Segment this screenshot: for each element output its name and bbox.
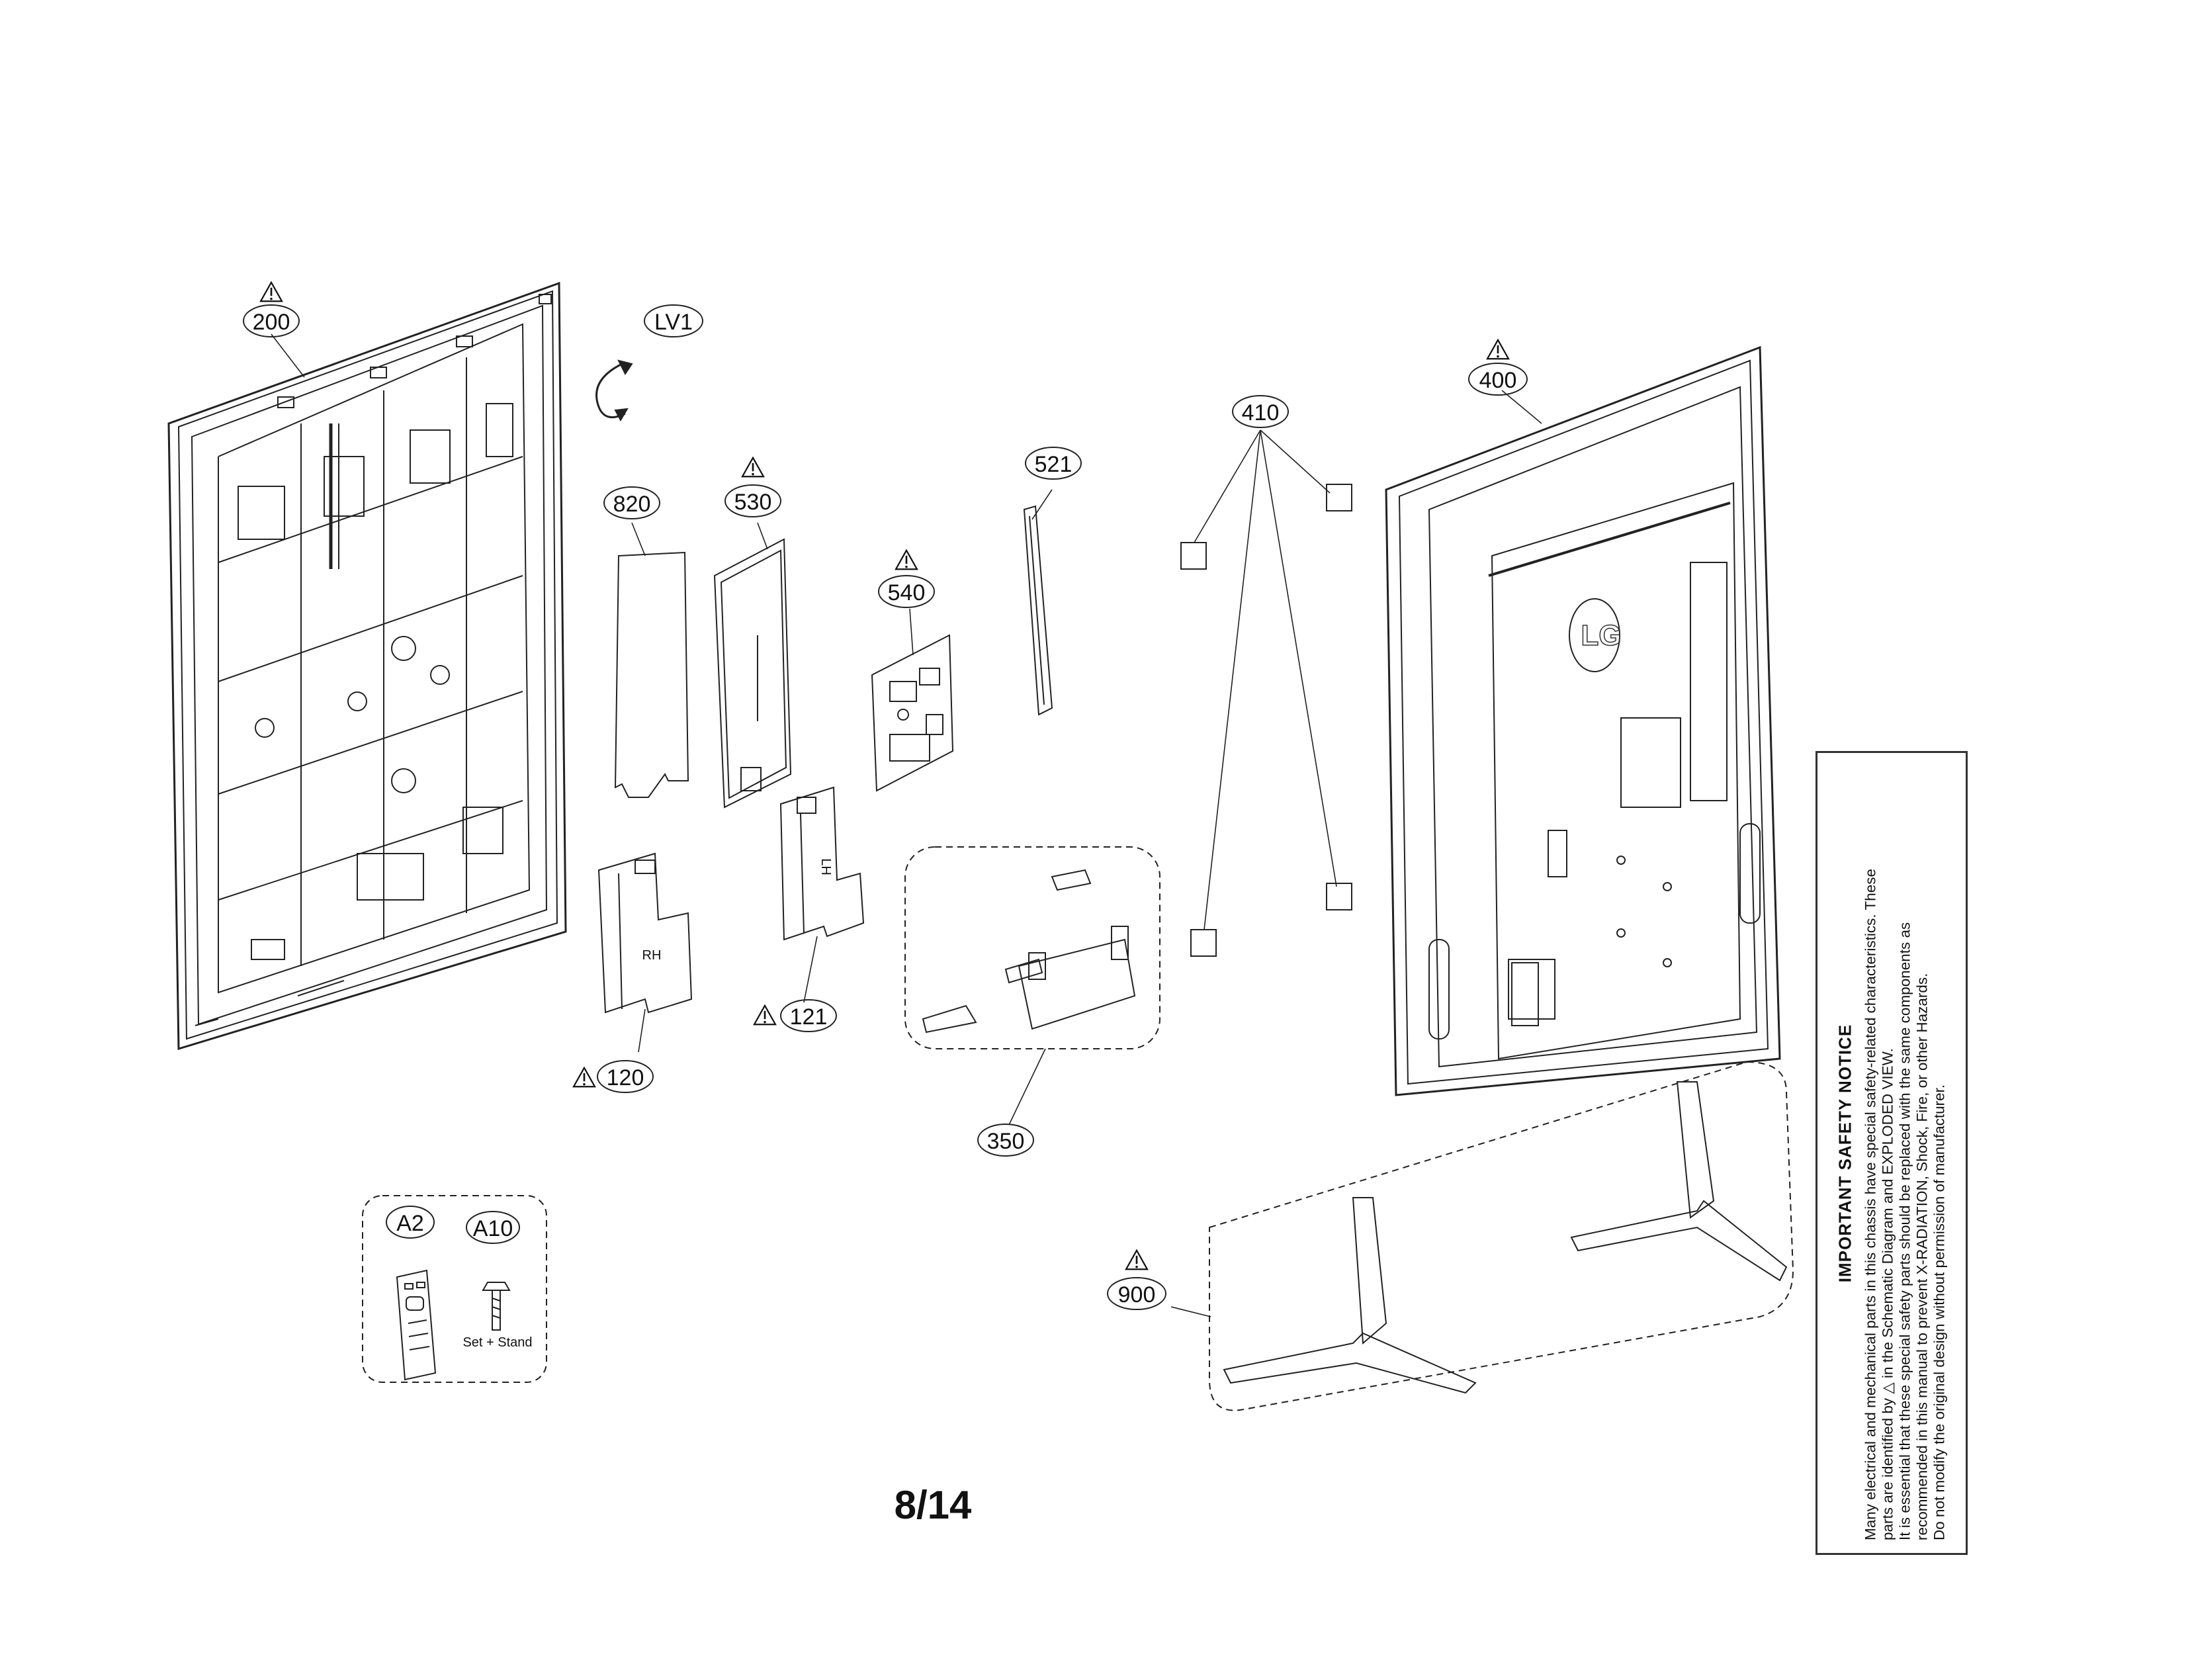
safety-notice-title: IMPORTANT SAFETY NOTICE: [1835, 1024, 1855, 1282]
back-cover-logo: LG: [1581, 619, 1621, 652]
callout-a2: A2: [396, 1211, 424, 1236]
callout-400: 400: [1479, 368, 1517, 393]
safety-notice-text: Many electrical and mechanical parts in …: [1862, 766, 1948, 1540]
safety-notice-line-part: parts are identified by: [1879, 1397, 1896, 1540]
back-cover-400: [1385, 345, 1781, 1096]
accessory-note: Set + Stand: [462, 1335, 532, 1350]
bracket-lh-121: [779, 786, 865, 941]
bracket-lh-marking: LH: [818, 858, 833, 875]
bracket-rh-120: [597, 852, 693, 1014]
screw-a10: [482, 1282, 511, 1331]
safety-notice-content: IMPORTANT SAFETY NOTICE Many electrical …: [1835, 766, 1948, 1540]
safety-notice-line: parts are identified by △ in the Schemat…: [1880, 766, 1897, 1540]
callout-530: 530: [734, 490, 772, 515]
callout-521: 521: [1035, 452, 1072, 477]
callout-120: 120: [607, 1065, 644, 1090]
main-board-540: [871, 634, 954, 792]
callout-200: 200: [253, 310, 290, 335]
callout-lv1: LV1: [654, 310, 693, 335]
lcd-module-frame: [167, 281, 567, 1051]
page-number: 8/14: [894, 1483, 972, 1527]
callout-820: 820: [613, 492, 651, 517]
remote-control-a2: [396, 1269, 437, 1381]
safety-notice-line: It is essential that these special safet…: [1896, 922, 1913, 1540]
bracket-rh-marking: RH: [642, 948, 662, 963]
accessory-box: [362, 1195, 547, 1383]
safety-notice-line: Many electrical and mechanical parts in …: [1862, 868, 1879, 1540]
safety-notice-line: recommended in this manual to prevent X-…: [1913, 973, 1931, 1540]
holder-group-350: [904, 846, 1160, 1049]
power-board-530: [713, 538, 792, 809]
warning-triangle-icon: △: [1879, 1382, 1896, 1394]
leader-lines: [271, 333, 1542, 1317]
insulation-sheet-820: [614, 551, 689, 798]
callout-350: 350: [987, 1129, 1025, 1154]
callout-410: 410: [1242, 400, 1280, 425]
callout-121: 121: [790, 1004, 828, 1030]
callout-540: 540: [888, 580, 926, 605]
callout-900: 900: [1118, 1282, 1156, 1307]
safety-notice-line-part: in the Schematic Diagram and EXPLODED VI…: [1879, 1047, 1896, 1378]
safety-notice-box: IMPORTANT SAFETY NOTICE Many electrical …: [1816, 751, 1968, 1555]
safety-notice-line: Do not modify the original design withou…: [1931, 1084, 1948, 1540]
stand-900: [1209, 1061, 1794, 1411]
callout-a10: A10: [473, 1216, 513, 1241]
clip-parts-410: [1180, 484, 1352, 957]
side-bar-521: [1023, 505, 1053, 716]
lv1-rotation-arrow: [595, 359, 633, 422]
callout-ellipses: [243, 304, 1528, 1310]
